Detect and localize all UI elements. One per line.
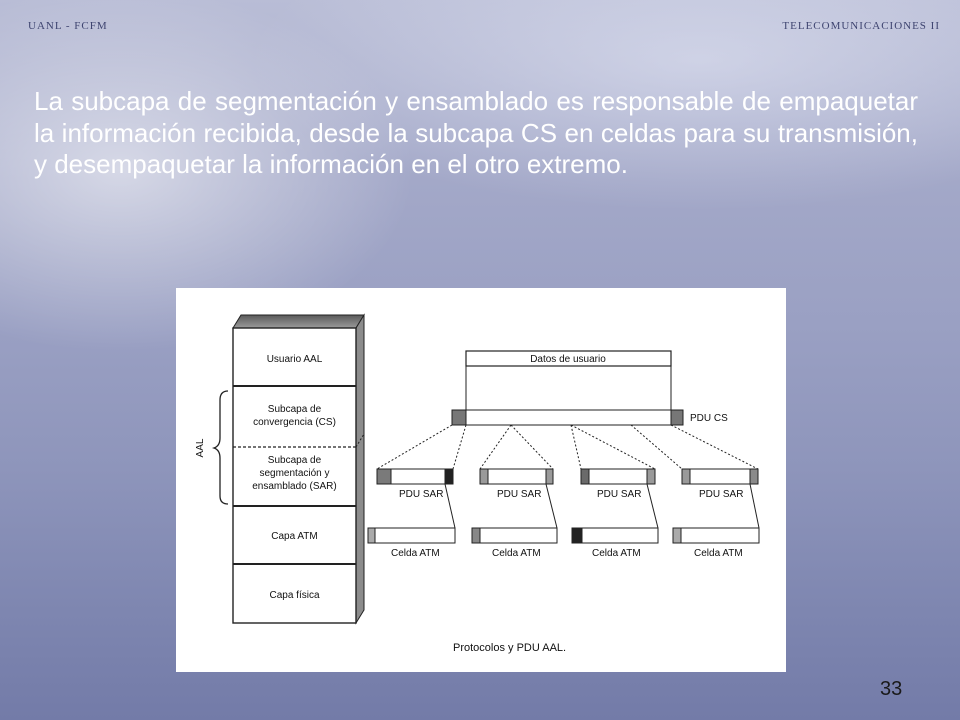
figure-caption: Protocolos y PDU AAL. <box>453 642 566 654</box>
sar-unit-2 <box>471 468 558 544</box>
label-cs-1: Subcapa de <box>268 404 322 415</box>
sar-unit-1 <box>367 468 456 544</box>
label-sar-2: segmentación y <box>259 468 329 479</box>
label-celda-atm-4: Celda ATM <box>694 548 743 559</box>
pdu-cs-trailer <box>670 409 684 426</box>
aal-brace <box>211 390 229 505</box>
pdu-cs-header <box>451 409 467 426</box>
sar-unit-4 <box>672 468 760 544</box>
pdu-cs-payload <box>465 409 672 426</box>
aal-diagram-figure: Usuario AAL Subcapa de convergencia (CS)… <box>176 288 786 672</box>
header-right: TELECOMUNICACIONES II <box>782 20 940 32</box>
label-pdu-sar-1: PDU SAR <box>399 489 443 500</box>
label-pdu-sar-2: PDU SAR <box>497 489 541 500</box>
fanout-lines <box>376 424 759 470</box>
label-celda-atm-2: Celda ATM <box>492 548 541 559</box>
label-pdu-sar-4: PDU SAR <box>699 489 743 500</box>
header-left: UANL - FCFM <box>28 20 108 32</box>
stack-front-face <box>232 327 357 624</box>
protocol-stack: Usuario AAL Subcapa de convergencia (CS)… <box>232 313 365 625</box>
side-dashed <box>355 433 365 448</box>
label-aal: AAL <box>195 438 206 457</box>
label-celda-atm-1: Celda ATM <box>391 548 440 559</box>
label-celda-atm-3: Celda ATM <box>592 548 641 559</box>
label-capa-fisica: Capa física <box>269 590 319 601</box>
body-text: La subcapa de segmentación y ensamblado … <box>34 86 918 180</box>
label-cs-2: convergencia (CS) <box>253 417 336 428</box>
label-usuario-aal: Usuario AAL <box>267 354 323 365</box>
label-sar-1: Subcapa de <box>268 455 322 466</box>
label-sar-3: ensamblado (SAR) <box>252 481 336 492</box>
datos-usuario-box <box>465 350 672 367</box>
stack-top-face <box>232 314 365 329</box>
label-pdu-sar-3: PDU SAR <box>597 489 641 500</box>
label-pdu-cs: PDU CS <box>690 413 728 424</box>
stack-side-face <box>355 313 365 625</box>
sar-unit-3 <box>571 468 659 544</box>
slide-number: 33 <box>880 678 903 700</box>
aal-diagram: Usuario AAL Subcapa de convergencia (CS)… <box>195 313 760 654</box>
label-capa-atm: Capa ATM <box>271 531 318 542</box>
label-datos-usuario: Datos de usuario <box>530 354 606 365</box>
